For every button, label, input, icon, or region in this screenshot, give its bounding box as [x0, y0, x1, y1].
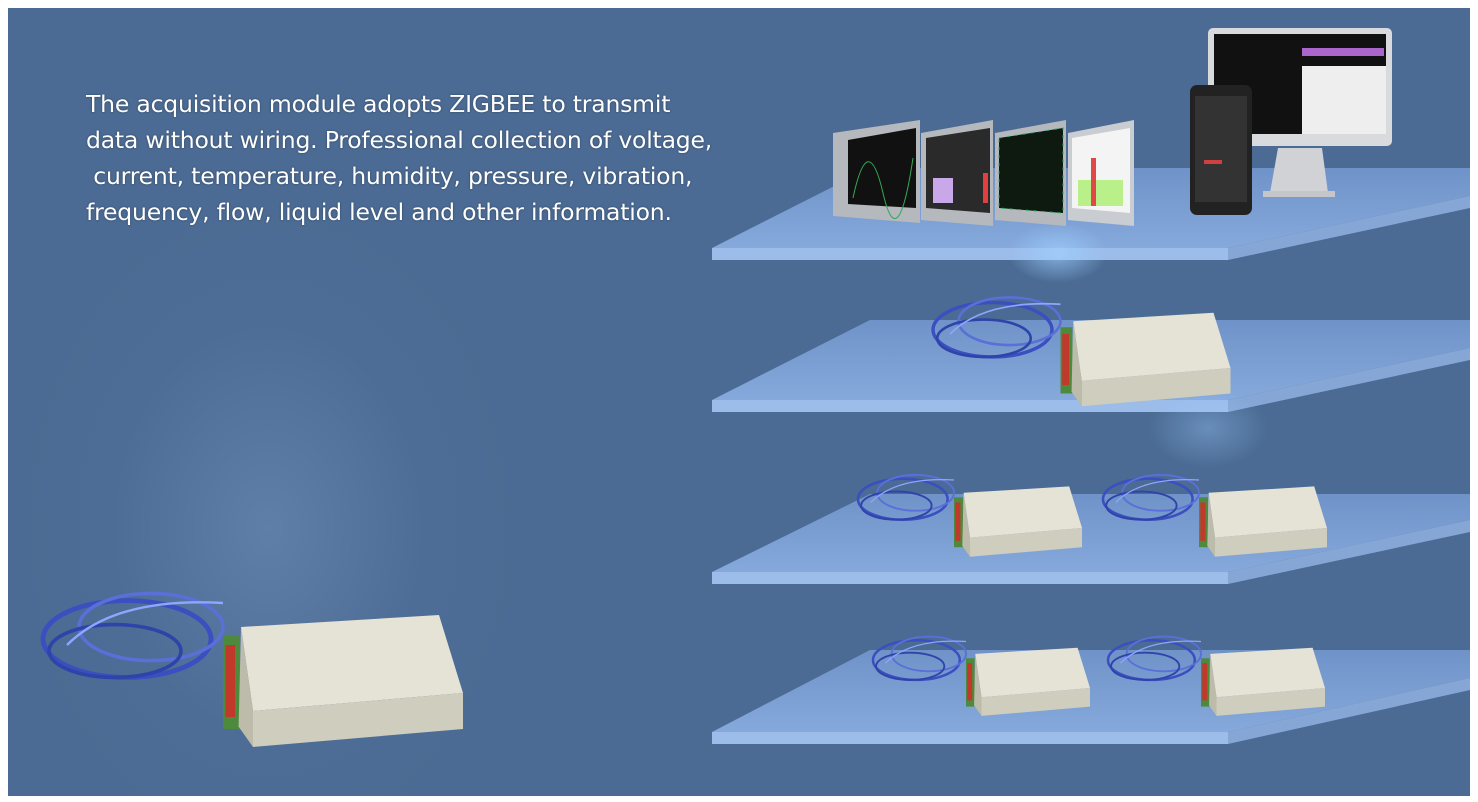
platform-level-2 [712, 494, 1470, 584]
illustration-scene: The acquisition module adopts ZIGBEE to … [8, 8, 1470, 796]
description-line: frequency, flow, liquid level and other … [86, 198, 672, 226]
software-screens [833, 120, 1134, 226]
screen-dashboard [921, 120, 993, 226]
acquisition-module-main [43, 593, 463, 747]
description-line: current, temperature, humidity, pressure… [86, 162, 693, 190]
screen-grid [995, 120, 1066, 226]
description-text: The acquisition module adopts ZIGBEE to … [86, 86, 826, 230]
mobile-phone [1190, 85, 1252, 215]
description-line: data without wiring. Professional collec… [86, 126, 713, 154]
system-diagram [8, 28, 1470, 796]
description-line: The acquisition module adopts ZIGBEE to … [86, 90, 671, 118]
screen-waveform [833, 120, 920, 223]
screen-bars [1068, 120, 1134, 226]
platform-level-3 [712, 650, 1470, 744]
